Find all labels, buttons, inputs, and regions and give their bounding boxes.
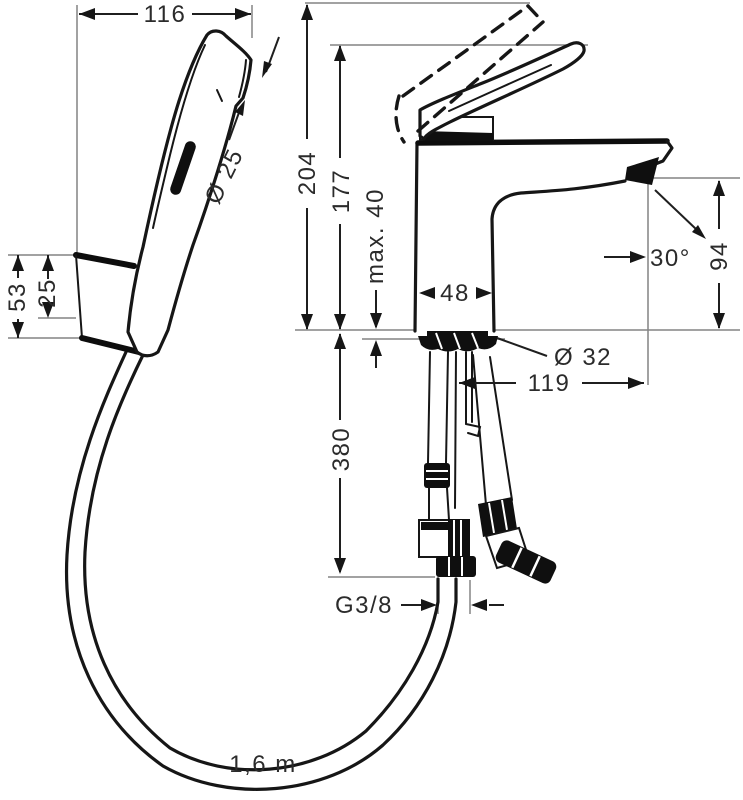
shower-hose [64,350,458,791]
dim-body-width-label: 48 [440,280,470,307]
dim-thread-size-label: G3/8 [335,592,393,619]
dim-height-total-label: 177 [328,169,355,214]
hose-connector [424,463,450,488]
dim-tap-hole-diameter-label: Ø 32 [554,344,612,371]
handle-highlight-line [152,44,206,229]
dim-hose-length-label: 1,6 m [229,751,297,778]
aerator-nozzle [625,157,659,185]
braided-crimp [448,519,470,558]
faucet-body [413,138,674,333]
supply-hoses [418,351,557,584]
faucet-lever [418,41,586,141]
control-button [170,141,196,195]
dim-height-lever-open-label: 204 [294,151,321,196]
base-flange [418,331,498,352]
spout-underside [490,179,627,333]
dim-bracket-height-label: 53 [4,282,31,312]
dimension-lines [12,4,725,611]
hose-end-nut [495,540,557,584]
dim-bracket-inner-label: 25 [34,278,61,308]
dim-spout-height-label: 94 [706,241,733,271]
hex-nut [436,556,476,577]
dimension-labels: 116 Ø 25 53 25 204 177 max. 40 48 30° 94… [4,1,733,778]
spray-face-line [238,59,247,98]
hand-shower [126,29,253,358]
lever-raised-dashed [394,4,545,144]
dim-max-mounting-thickness-label: max. 40 [362,188,389,284]
dim-spout-reach-label: 119 [528,370,571,397]
extension-lines [8,2,740,614]
spout-top-edge [415,138,670,146]
dim-connection-drop-label: 380 [328,427,355,472]
dim-head-width-label: 116 [144,1,187,28]
dim-spray-angle-label: 30° [650,245,691,272]
